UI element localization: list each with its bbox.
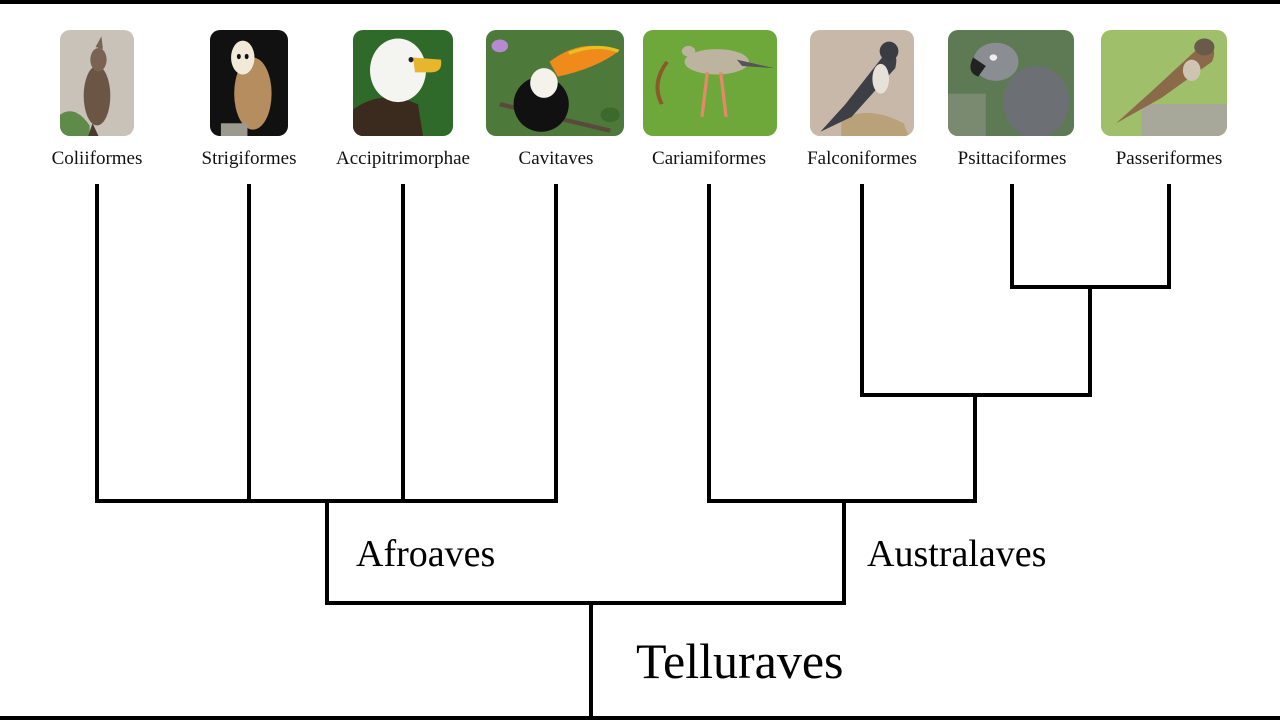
falcon-photo [810, 30, 914, 136]
taxon-label: Cariamiformes [652, 148, 766, 169]
taxon-label: Falconiformes [807, 148, 917, 169]
bottom-border [0, 716, 1280, 720]
taxon-label: Coliiformes [51, 148, 143, 169]
barn-owl-photo [210, 30, 288, 136]
taxon-label: Accipitrimorphae [335, 148, 470, 169]
top-border [0, 0, 1280, 4]
toucan-photo [486, 30, 624, 136]
taxon-label: Strigiformes [201, 148, 297, 169]
clade-label-telluraves: Telluraves [636, 633, 844, 689]
grey-parrot-photo [948, 30, 1074, 136]
taxon-label: Passeriformes [1115, 148, 1223, 169]
bald-eagle-photo [353, 30, 453, 136]
clade-label-australaves: Australaves [867, 533, 1047, 575]
taxon-label: Psittaciformes [957, 148, 1067, 169]
mousebird-photo [60, 30, 134, 136]
taxon-label: Cavitaves [518, 148, 594, 169]
sparrow-photo [1101, 30, 1227, 136]
clade-label-afroaves: Afroaves [356, 533, 496, 575]
seriema-photo [643, 30, 777, 136]
